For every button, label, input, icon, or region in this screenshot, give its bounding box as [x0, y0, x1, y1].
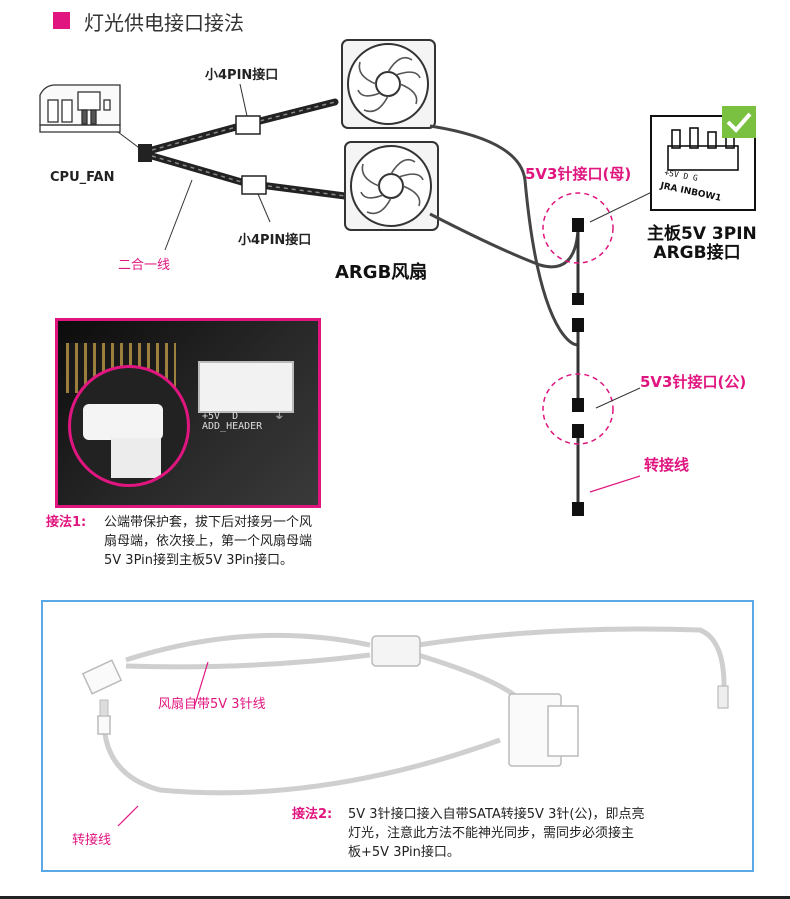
mini4pin-connector-top [235, 115, 261, 135]
method1: 接法1: [46, 513, 96, 532]
label-adapter-cable: 转接线 [72, 833, 112, 848]
method1-line2: 扇母端，依次接上，第一个风扇母端 [104, 534, 313, 549]
label-adapter: 转接线 [644, 456, 690, 474]
header-name: ADD_HEADER [202, 421, 263, 432]
method2-body: 5V 3针接口接入自带SATA转接5V 3针(公)，即点亮 灯光，注意此方法不能… [348, 805, 644, 862]
method2-line2: 灯光，注意此方法不能神光同步，需同步必须接主 [348, 826, 635, 841]
molex-pin [717, 685, 729, 709]
label-y-cable: 二合一线 [118, 258, 171, 273]
label-argb-fan: ARGB风扇 [335, 262, 428, 283]
argb-cables [429, 124, 580, 347]
chain-connectors [572, 218, 584, 516]
bottom-divider [0, 896, 790, 899]
method2-key: 接法2: [292, 807, 333, 822]
title-marker [53, 12, 70, 29]
fan-top [341, 39, 436, 129]
fan-bottom [344, 141, 439, 231]
zoom-circle [68, 365, 190, 487]
add-header-block [198, 361, 294, 413]
label-mb-line2: ARGB接口 [653, 243, 741, 263]
label-cpu-fan: CPU_FAN [50, 170, 115, 185]
label-female: 5V3针接口(母) [525, 165, 632, 183]
section-title: 灯光供电接口接法 [84, 11, 244, 35]
splitter-body [371, 635, 421, 667]
method2-line3: 板+5V 3Pin接口。 [348, 845, 460, 860]
cpu-fan-header [39, 84, 121, 133]
method1-line1: 公端带保护套，拔下后对接另一个风 [104, 515, 313, 530]
check-icon [726, 112, 752, 133]
method1-body: 公端带保护套，拔下后对接另一个风 扇母端，依次接上，第一个风扇母端 5V 3Pi… [104, 513, 312, 570]
method2-line1: 5V 3针接口接入自带SATA转接5V 3针(公)，即点亮 [348, 807, 645, 822]
label-mb-line1: 主板5V 3PIN [647, 224, 757, 244]
male-connector-highlight [542, 373, 614, 445]
fan-cable-connector [81, 659, 123, 695]
mini4pin-connector-bottom [241, 175, 267, 195]
check-badge [722, 106, 756, 138]
method1-key: 接法1: [46, 515, 87, 530]
label-mini4pin-top: 小4PIN接口 [205, 68, 279, 83]
header-photo-box: +5V D ⏚ ADD_HEADER [55, 318, 321, 508]
method2: 接法2: [292, 805, 342, 824]
header-pin-labels: +5V D ⏚ [202, 411, 285, 422]
label-fan-cable: 风扇自带5V 3针线 [158, 697, 266, 712]
label-male: 5V3针接口(公) [640, 373, 747, 391]
sata-adapter-cable [101, 626, 727, 796]
method1-line3: 5V 3Pin接到主板5V 3Pin接口。 [104, 553, 293, 568]
female-connector-highlight [542, 192, 614, 264]
label-mini4pin-bottom: 小4PIN接口 [238, 233, 312, 248]
method2-box [41, 600, 754, 872]
